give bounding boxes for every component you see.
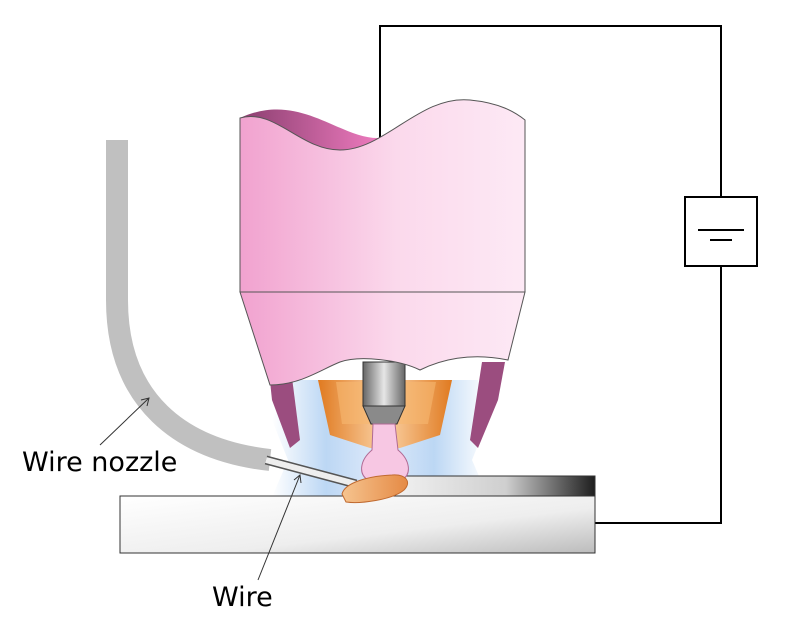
- wire-nozzle-leader-head: [140, 397, 150, 407]
- wire-nozzle-label: Wire nozzle: [22, 447, 177, 478]
- workpiece-base-plate: [119, 495, 596, 554]
- wire-leader-head: [293, 474, 302, 484]
- circuit-wire-bottom: [575, 266, 722, 524]
- electrode: [362, 361, 406, 425]
- weld-pool: [341, 474, 408, 503]
- wire-leader: [257, 474, 301, 581]
- wire-label: Wire: [212, 582, 273, 613]
- workpiece: [119, 475, 596, 554]
- filler-wire: [264, 455, 358, 489]
- wire-nozzle: [106, 140, 272, 471]
- nozzle-right-flap: [470, 362, 505, 448]
- torch-nozzle: [239, 99, 526, 386]
- wire-nozzle-leader: [99, 397, 150, 446]
- battery-symbol-icon: [684, 196, 758, 267]
- circuit: [379, 25, 758, 526]
- circuit-wire-top: [379, 25, 722, 197]
